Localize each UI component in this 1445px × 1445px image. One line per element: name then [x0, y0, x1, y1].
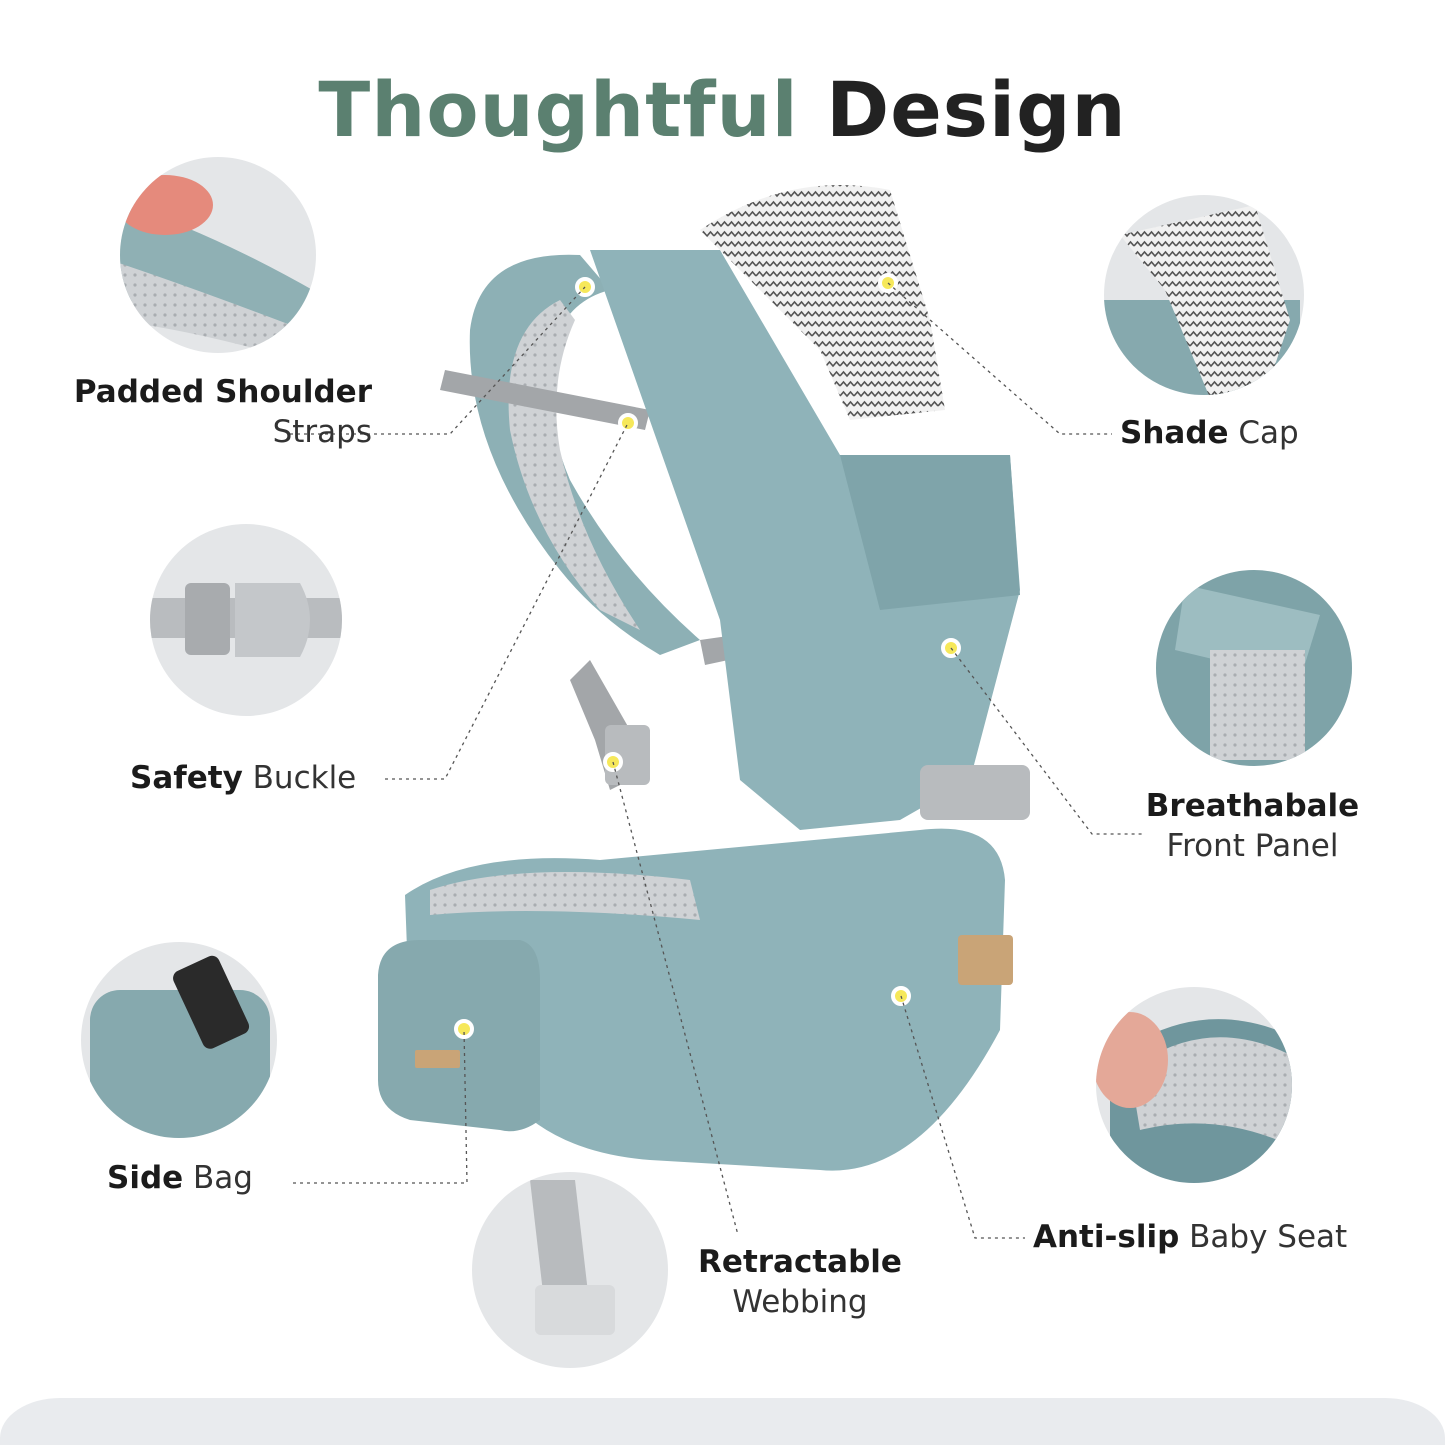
bottom-band	[0, 1398, 1445, 1445]
detail-circle-front-panel	[1156, 570, 1352, 766]
callout-webbing: Retractable Webbing	[690, 1242, 910, 1323]
callout-shade-cap: Shade Cap	[1120, 413, 1299, 453]
leader-lines	[290, 282, 1145, 1239]
detail-circle-webbing	[472, 1172, 668, 1368]
detail-circle-shade-cap	[1104, 195, 1304, 395]
callout-side-bag-title: Side	[107, 1160, 184, 1196]
detail-circle-safety-buckle	[150, 524, 342, 716]
title-rest: Design	[826, 65, 1127, 154]
baby-carrier	[378, 185, 1030, 1171]
callout-padded-shoulder-sub: Straps	[272, 414, 372, 451]
callout-anti-slip-title: Anti-slip	[1033, 1219, 1180, 1255]
page-title: Thoughtful Design	[0, 72, 1445, 148]
callout-shade-cap-title: Shade	[1120, 415, 1229, 451]
callout-safety-buckle: Safety Buckle	[130, 758, 356, 798]
callout-front-panel: Breathabale Front Panel	[1140, 786, 1365, 867]
callout-webbing-title: Retractable	[698, 1244, 902, 1280]
detail-circle-anti-slip	[1096, 987, 1292, 1183]
callout-webbing-sub: Webbing	[732, 1284, 868, 1321]
callout-front-panel-title: Breathabale	[1145, 788, 1360, 824]
callout-safety-buckle-sub: Buckle	[252, 760, 357, 796]
title-accent: Thoughtful	[318, 65, 799, 154]
detail-circle-side-bag	[81, 942, 277, 1138]
callout-side-bag-sub: Bag	[193, 1160, 253, 1196]
detail-circle-padded-shoulder	[120, 157, 316, 353]
callout-side-bag: Side Bag	[107, 1158, 253, 1198]
callout-anti-slip: Anti-slip Baby Seat	[1033, 1217, 1347, 1257]
callout-padded-shoulder: Padded Shoulder Straps	[66, 372, 372, 453]
callout-safety-buckle-title: Safety	[130, 760, 243, 796]
callout-anti-slip-sub: Baby Seat	[1189, 1219, 1348, 1255]
callout-shade-cap-sub: Cap	[1238, 415, 1299, 451]
callout-padded-shoulder-title: Padded Shoulder	[73, 374, 372, 410]
callout-front-panel-sub: Front Panel	[1166, 828, 1339, 865]
